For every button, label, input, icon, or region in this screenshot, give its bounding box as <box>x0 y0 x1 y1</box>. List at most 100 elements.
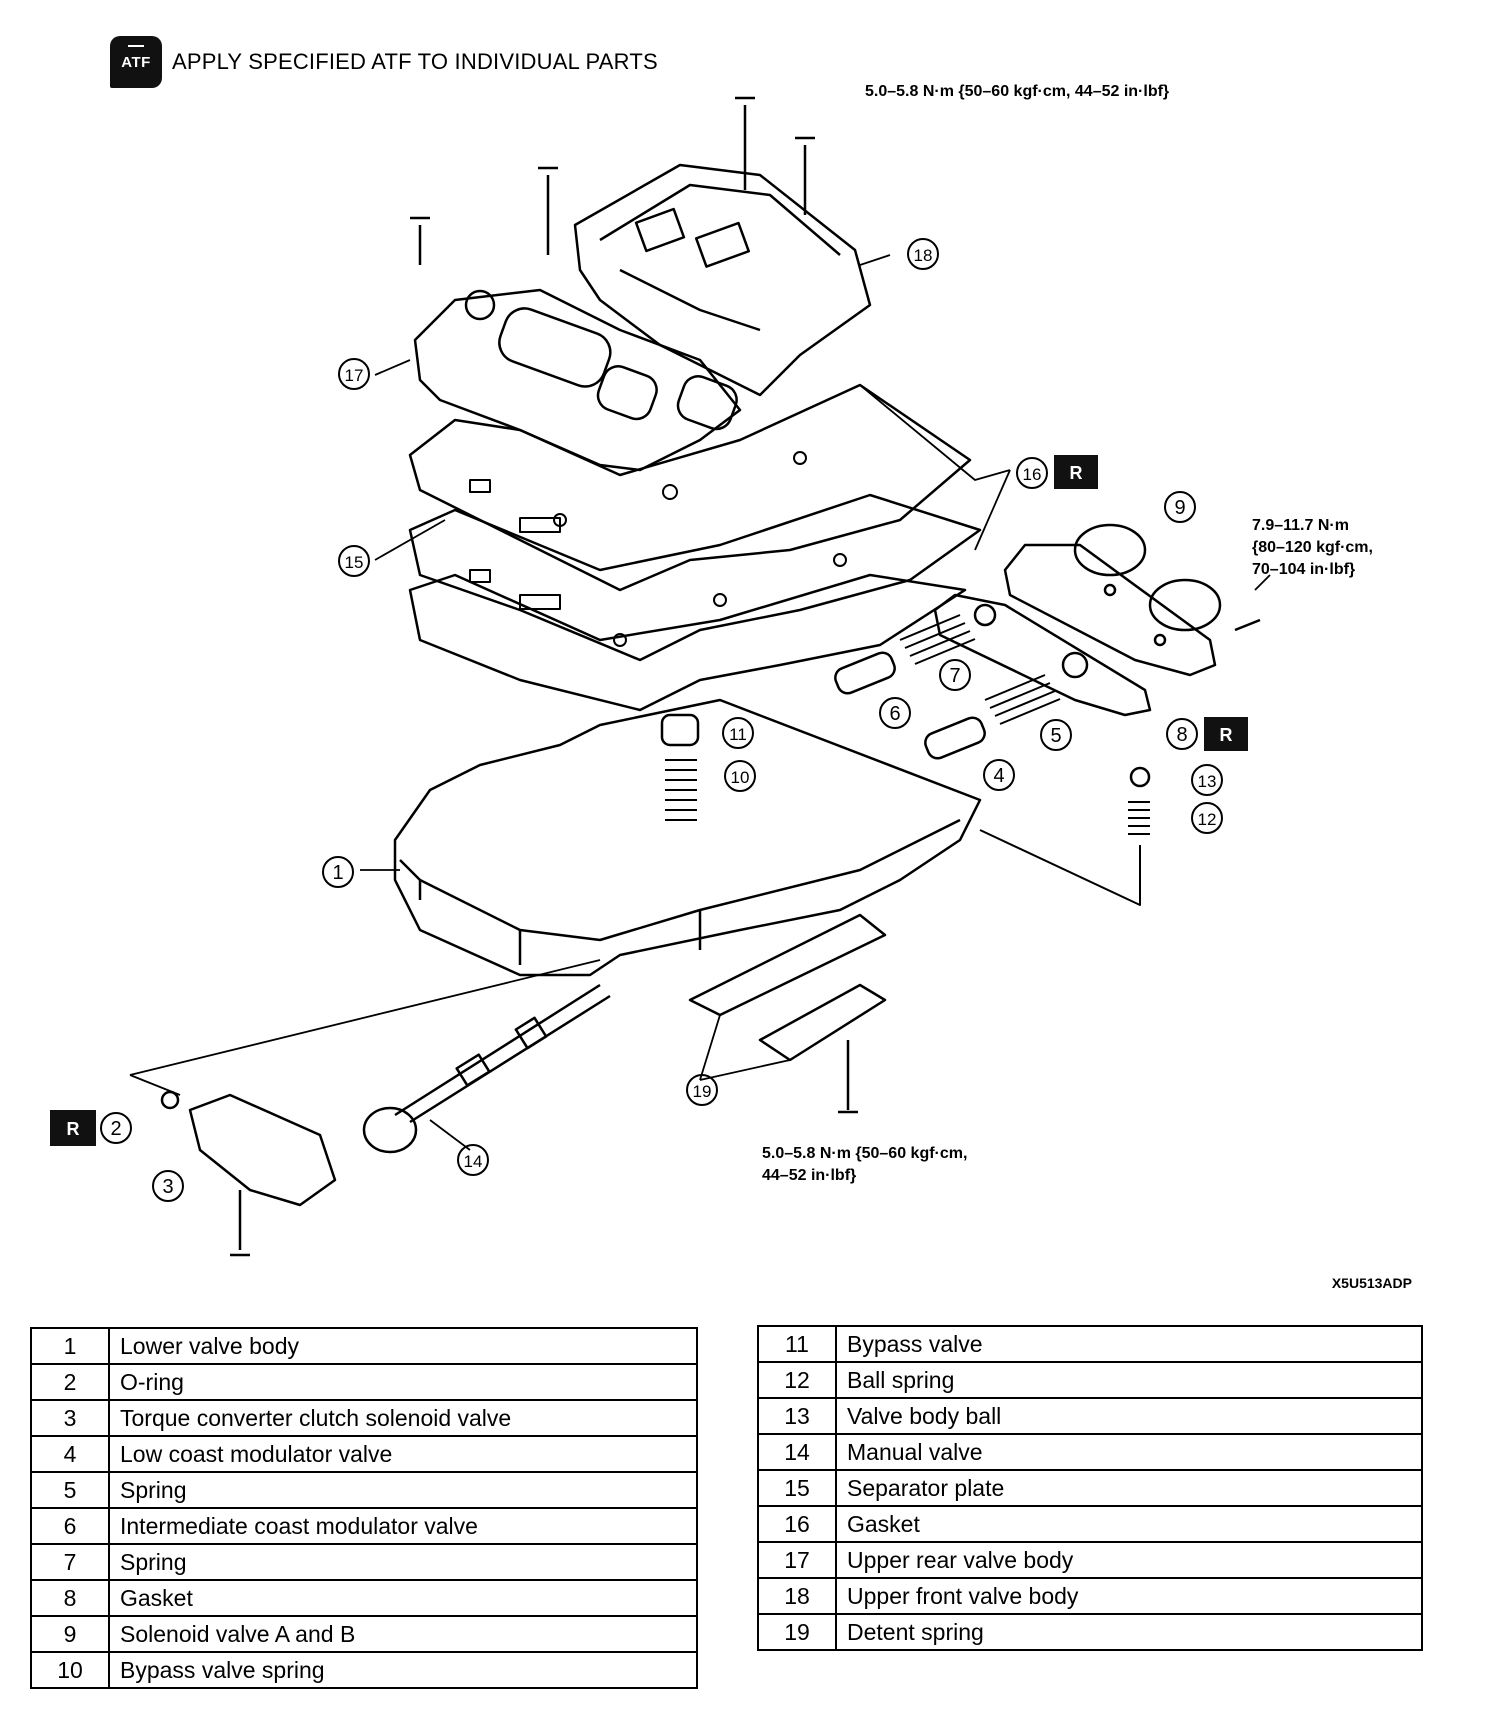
exploded-valve-body-diagram: 1 2 3 4 5 6 7 8 9 10 11 12 13 14 15 16 1… <box>50 83 1373 1257</box>
low-coast-modulator-valve <box>924 716 986 760</box>
figure-code: X5U513ADP <box>1331 1275 1412 1291</box>
callout-19: 19 <box>693 1082 712 1101</box>
replace-badge-8: R <box>1220 725 1233 745</box>
part-number: 19 <box>757 1613 837 1651</box>
part-name: Lower valve body <box>108 1327 698 1365</box>
callout-10: 10 <box>731 768 750 787</box>
part-number: 17 <box>757 1541 837 1579</box>
torque-solenoid-line2: {80–120 kgf·cm, <box>1252 539 1373 556</box>
callout-11: 11 <box>729 725 747 744</box>
part-number: 8 <box>30 1579 110 1617</box>
part-name: Spring <box>108 1543 698 1581</box>
part-number: 3 <box>30 1399 110 1437</box>
manual-valve <box>362 983 611 1154</box>
atf-badge-icon: ATF <box>110 36 162 88</box>
part-number: 18 <box>757 1577 837 1615</box>
bypass-valve-spring <box>665 759 697 821</box>
part-name: Low coast modulator valve <box>108 1435 698 1473</box>
callout-17: 17 <box>345 366 364 385</box>
torque-solenoid-line1: 7.9–11.7 N·m <box>1252 517 1349 534</box>
part-name: Manual valve <box>835 1433 1423 1471</box>
atf-badge-label: ATF <box>121 53 151 71</box>
atf-instruction: ATF APPLY SPECIFIED ATF TO INDIVIDUAL PA… <box>110 36 658 88</box>
part-name: Intermediate coast modulator valve <box>108 1507 698 1545</box>
detent-spring <box>688 913 887 1062</box>
callout-15: 15 <box>345 553 364 572</box>
bolts <box>230 96 1261 1257</box>
callout-14: 14 <box>464 1152 483 1171</box>
part-number: 16 <box>757 1505 837 1543</box>
torque-solenoid-line3: 70–104 in·lbf} <box>1252 561 1355 578</box>
part-name: Gasket <box>108 1579 698 1617</box>
part-number: 13 <box>757 1397 837 1435</box>
spring-7 <box>899 614 976 665</box>
part-name: Upper front valve body <box>835 1577 1423 1615</box>
callout-4: 4 <box>993 765 1004 787</box>
part-number: 6 <box>30 1507 110 1545</box>
part-name: Spring <box>108 1471 698 1509</box>
part-name: Torque converter clutch solenoid valve <box>108 1399 698 1437</box>
ball-spring <box>1128 801 1150 835</box>
gasket-lower <box>408 573 967 712</box>
gasket-upper <box>408 383 972 592</box>
part-number: 14 <box>757 1433 837 1471</box>
atf-instruction-text: APPLY SPECIFIED ATF TO INDIVIDUAL PARTS <box>172 49 658 74</box>
lower-valve-body <box>393 698 982 977</box>
part-name: Gasket <box>835 1505 1423 1543</box>
callout-9: 9 <box>1174 497 1185 519</box>
gasket-8 <box>933 593 1152 717</box>
torque-detent-line1: 5.0–5.8 N·m {50–60 kgf·cm, <box>762 1145 967 1162</box>
part-number: 1 <box>30 1327 110 1365</box>
solenoid-valve-a-b <box>1003 523 1222 677</box>
part-number: 10 <box>30 1651 110 1689</box>
part-name: Separator plate <box>835 1469 1423 1507</box>
part-number: 7 <box>30 1543 110 1581</box>
callout-2: 2 <box>110 1118 121 1140</box>
part-name: Detent spring <box>835 1613 1423 1651</box>
part-name: Ball spring <box>835 1361 1423 1399</box>
part-number: 12 <box>757 1361 837 1399</box>
part-name: Bypass valve <box>835 1325 1423 1363</box>
callout-1: 1 <box>332 862 343 884</box>
callout-12: 12 <box>1198 810 1217 829</box>
part-name: O-ring <box>108 1363 698 1401</box>
callout-3: 3 <box>162 1176 173 1198</box>
replace-badge-16: R <box>1070 463 1083 483</box>
replace-badges: R R R <box>50 455 1248 1146</box>
tcc-solenoid-valve <box>160 1090 337 1207</box>
bypass-valve <box>660 713 700 747</box>
upper-rear-valve-body <box>413 288 742 472</box>
upper-front-valve-body <box>573 163 872 397</box>
callout-8: 8 <box>1176 724 1187 746</box>
intermediate-coast-modulator-valve <box>834 651 896 695</box>
part-name: Valve body ball <box>835 1397 1423 1435</box>
part-name: Upper rear valve body <box>835 1541 1423 1579</box>
torque-detent-line2: 44–52 in·lbf} <box>762 1167 856 1184</box>
part-name: Solenoid valve A and B <box>108 1615 698 1653</box>
valve-body-ball <box>1129 766 1151 788</box>
part-number: 9 <box>30 1615 110 1653</box>
part-number: 5 <box>30 1471 110 1509</box>
callout-5: 5 <box>1050 725 1061 747</box>
part-number: 11 <box>757 1325 837 1363</box>
callout-7: 7 <box>949 665 960 687</box>
